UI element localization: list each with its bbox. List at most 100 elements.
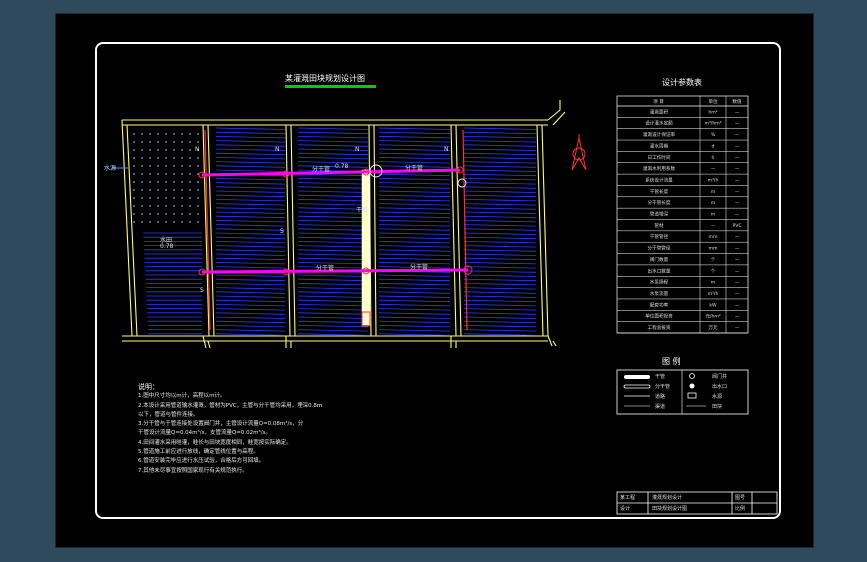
field-dot (173, 133, 175, 135)
table-row-label: 阀门数量 (650, 256, 669, 263)
drawing-title: 某灌溉田块规划设计图 (285, 74, 365, 83)
furrow-line (297, 329, 369, 332)
table-value-cell: — (735, 303, 740, 308)
field-dot (189, 213, 191, 215)
furrow-line (297, 274, 369, 277)
table-row-label: 水泵流量 (650, 290, 669, 297)
table-unit-cell: 元/hm² (705, 314, 721, 320)
field-dot (149, 157, 151, 159)
furrow-line (297, 152, 369, 156)
table-row-label: 水泵扬程 (650, 279, 669, 286)
field-dot (189, 197, 191, 199)
field-dot (149, 213, 151, 215)
furrow-line (215, 228, 286, 231)
furrow-line (378, 266, 451, 269)
note-line: 3.分干管与干管连接处设置阀门井，主管设计流量Q=0.08m³/s，分 (138, 421, 304, 428)
furrow-line (215, 211, 286, 214)
furrow-line (463, 295, 537, 298)
furrow-line (378, 220, 451, 223)
furrow-line (463, 140, 537, 143)
note-line: 以下，管道与管件连接。 (138, 411, 199, 418)
field-dot (149, 189, 151, 191)
furrow-line (463, 232, 537, 235)
furrow-line (463, 157, 537, 160)
field-dot (189, 141, 191, 143)
furrow-line (297, 241, 369, 244)
furrow-line (215, 161, 286, 164)
furrow-line (378, 224, 451, 227)
furrow-line (215, 131, 286, 135)
furrow-line (463, 215, 537, 219)
table-unit-cell: m (711, 201, 716, 206)
legend-item-label: 阀门井 (712, 374, 728, 380)
field-dot (173, 197, 175, 199)
furrow-line (378, 161, 451, 164)
title-block-cell: 某工程 (620, 495, 636, 501)
table-unit-cell: hm² (708, 109, 717, 115)
note-line: 7.其他未尽事宜按照国家现行有关规范执行。 (138, 467, 248, 474)
outlet-marker (457, 178, 467, 188)
furrow-line (297, 228, 369, 231)
section-label-5: S (200, 287, 204, 294)
furrow-line (297, 257, 369, 261)
field-dot (181, 141, 183, 143)
furrow-line (297, 316, 369, 319)
field-dot (133, 173, 135, 175)
table-value-cell: — (735, 167, 740, 172)
furrow-line (215, 329, 286, 332)
field-dot (181, 181, 183, 183)
furrow-line (215, 295, 286, 298)
field-dot (189, 205, 191, 207)
table-row-label: 灌水周期 (650, 142, 669, 149)
furrow-line (215, 320, 286, 324)
furrow-line (378, 232, 451, 235)
north-arrow-icon (571, 134, 587, 171)
furrow-line (378, 308, 451, 311)
furrow-line (215, 241, 286, 244)
field-dot (133, 165, 135, 167)
furrow-line (297, 278, 369, 282)
table-row-label: 系统设计流量 (645, 176, 673, 183)
legend-item-label: 分干管 (655, 384, 671, 390)
furrow-line (215, 190, 286, 193)
furrow-line (378, 211, 451, 214)
furrow-line (215, 291, 286, 294)
field-dot (197, 205, 199, 207)
furrow-line (378, 312, 451, 315)
table-unit-cell: m (711, 281, 716, 286)
field-dot (141, 213, 143, 215)
furrow-line (215, 287, 286, 290)
furrow-line (378, 283, 451, 286)
furrow-line (378, 228, 451, 231)
field-dot (157, 213, 159, 215)
field-dot (181, 189, 183, 191)
field-dot (133, 221, 135, 223)
furrow-line (297, 194, 369, 198)
furrow-line (215, 232, 286, 235)
furrow-line (297, 299, 369, 303)
furrow-line (215, 165, 286, 168)
table-value-cell: — (735, 281, 740, 286)
furrow-line (378, 199, 451, 202)
furrow-line (378, 236, 451, 240)
field-dot (157, 141, 159, 143)
furrow-line (215, 266, 286, 269)
furrow-line (463, 312, 537, 315)
field-dot (181, 213, 183, 215)
notes-heading: 说明： (138, 383, 159, 391)
table-value-cell: — (735, 178, 740, 183)
furrow-line (463, 228, 537, 231)
table-unit-cell: m (711, 190, 716, 195)
field-dot (141, 149, 143, 151)
table-unit-cell: m³/h (708, 291, 719, 297)
furrow-line (463, 283, 537, 286)
field-dot (149, 221, 151, 223)
field-furrows (143, 127, 537, 336)
table-unit-cell: m (711, 213, 716, 218)
field-dot (181, 157, 183, 159)
table-unit-cell: 万元 (708, 325, 718, 331)
note-line: 干管设计流量Q=0.04m³/s，支管流量Q=0.02m³/s。 (138, 430, 271, 437)
field-dot (181, 205, 183, 207)
furrow-line (463, 304, 537, 307)
furrow-line (215, 299, 286, 303)
